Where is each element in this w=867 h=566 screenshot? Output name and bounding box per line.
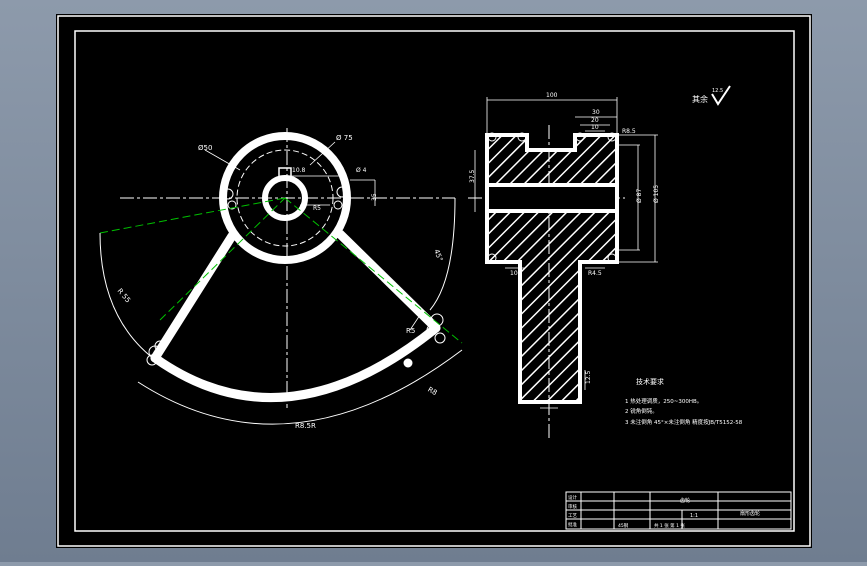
section-view: 100 30 20 10 R8.5 37.5 Ø 87 Ø 105 10 R4.… [468,92,660,440]
roughness-symbol: 其余 12.5 [692,85,731,106]
front-view: Ø50 Ø 75 10.8 Ø 4 R5 35 R 55 45° R5 R8 R… [99,128,463,430]
dim-top-1: 30 [592,109,600,116]
dimension-arc-right [429,197,456,311]
dim-outer: Ø 105 [653,185,660,203]
gear-teeth-markers [146,186,446,368]
sector-arm-right [335,229,441,333]
section-corner-markers [487,132,617,263]
title-row-2: 审核 [568,503,577,510]
dim-outer-dia: Ø50 [198,144,212,152]
dim-bottom-left: 10 [510,270,518,277]
title-block [565,491,792,530]
tech-item-3: 3 未注倒角 45°×未注倒角 精度按JB/T5152-58 [625,418,743,426]
title-row-4: 批准 [568,521,577,528]
leader-line-1 [204,149,241,171]
title-row-3: 工艺 [568,513,577,519]
tech-item-2: 2 锐角倒钝。 [625,407,658,415]
dim-left-height: 37.5 [469,169,476,183]
dim-bottom-arc: R8.5R [295,422,316,430]
hub-outer-ring [219,132,351,264]
dim-inner: Ø 87 [636,189,643,203]
section-bore [485,183,619,213]
leader-line-7 [409,314,421,331]
dim-fillet: R5 [406,327,415,335]
dim-bottom: R8 [426,386,438,398]
dim-top-2: 20 [591,117,599,124]
title-material: 45钢 [618,522,629,529]
technical-requirements: 技术要求 1 热处理调质，250~300HB。 2 锐角倒钝。 3 未注倒角 4… [625,377,743,426]
dim-right-top: R8.5 [622,128,636,135]
dim-hub: R5 [313,205,321,212]
roughness-value: 12.5 [712,88,723,94]
dim-stem: 12.5 [585,370,592,384]
roughness-check-icon [711,85,731,106]
title-part-name: 齿轮 [680,497,690,504]
hub-inner-circle [262,175,308,221]
dim-right: 35 [371,193,378,201]
dim-bore: 10.8 [292,167,306,174]
sheet-border-inner [74,30,795,532]
title-scale: 1:1 [690,513,698,519]
pitch-circle [236,149,334,247]
construction-line-1 [99,197,286,234]
tech-title: 技术要求 [636,377,664,386]
dim-ring: Ø 75 [336,134,353,142]
dim-keyway: Ø 4 [356,167,367,174]
leader-line-2 [309,141,336,166]
sector-arm-left [150,231,237,363]
title-drawing-no: 共 1 张 第 1 张 [654,522,685,529]
dimension-arc-bottom [137,349,463,425]
title-school: 扇形齿轮 [740,510,760,517]
dim-total-width: 100 [546,92,558,99]
title-row-1: 设计 [568,494,577,501]
dim-top-3: 10 [591,124,599,131]
dim-bottom-right: R4.5 [588,270,602,277]
tech-item-1: 1 热处理调质，250~300HB。 [625,397,702,405]
roughness-label: 其余 [692,94,708,104]
dim-arc-right: 45° [432,248,444,262]
section-lower-body [485,209,619,404]
sheet-border-outer [57,15,811,547]
construction-line-2 [159,197,286,321]
dimension-arc-left [99,232,159,363]
drawing-sheet [56,14,812,548]
keyway [278,167,292,181]
construction-line-3 [284,197,463,344]
sector-rim [150,323,441,403]
